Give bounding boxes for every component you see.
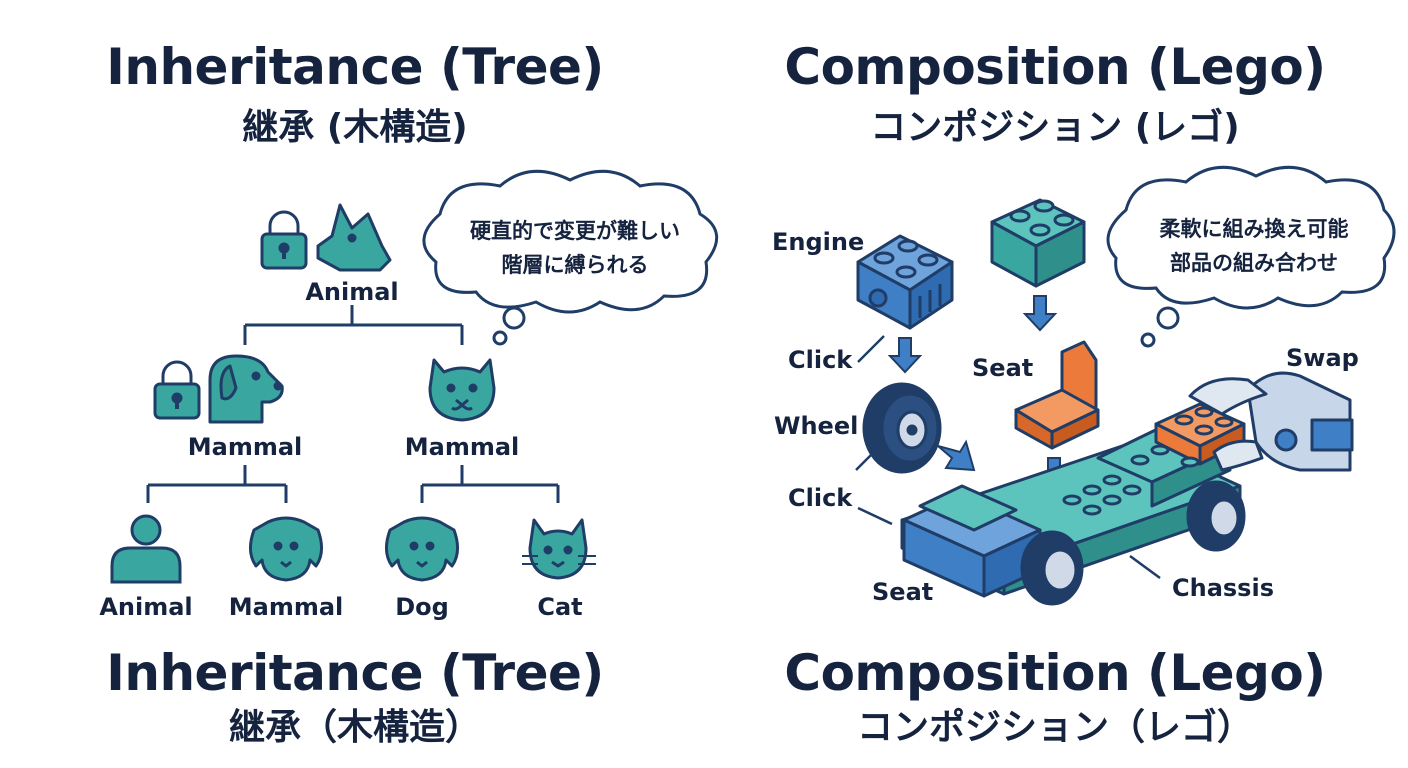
thought-line: 柔軟に組み換え可能 — [1159, 217, 1349, 241]
robot-hand-icon — [1188, 371, 1354, 472]
composition-bottom-title: Composition (Lego) — [784, 644, 1326, 702]
node-label-leaf: Dog — [395, 593, 449, 621]
engine-brick — [856, 234, 954, 330]
inheritance-subtitle: 継承 (木構造) — [242, 107, 468, 148]
cat-head-icon — [428, 358, 496, 422]
cat-head-icon — [522, 518, 596, 580]
label-click: Click — [788, 484, 853, 512]
node-label-mid-right: Mammal — [404, 433, 520, 461]
composition-bottom-subtitle: コンポジション（レゴ） — [856, 707, 1253, 748]
car-chassis — [900, 402, 1246, 606]
lock-icon — [260, 210, 308, 270]
label-engine: Engine — [772, 228, 865, 256]
node-label-leaf: Cat — [537, 593, 583, 621]
dog-head-icon — [249, 516, 323, 582]
thought-bubble-right — [1106, 165, 1396, 348]
composition-subtitle: コンポジション (レゴ) — [870, 107, 1240, 148]
label-chassis: Chassis — [1172, 574, 1274, 602]
tree-connectors — [146, 305, 560, 503]
wolf-head-icon — [316, 203, 392, 272]
node-label-leaf: Mammal — [228, 593, 344, 621]
inheritance-bottom-subtitle: 継承（木構造） — [228, 707, 481, 748]
label-swap: Swap — [1286, 344, 1359, 372]
thought-text-left: 硬直的で変更が難しい 階層に縛られる — [440, 214, 710, 282]
dog-head-icon — [385, 516, 459, 582]
seat-brick — [1014, 340, 1100, 450]
node-label-leaf: Animal — [99, 593, 193, 621]
label-click: Click — [788, 346, 853, 374]
lock-icon — [153, 360, 201, 420]
node-label-mid-left: Mammal — [187, 433, 303, 461]
label-seat: Seat — [972, 354, 1034, 382]
thought-bubble-left — [422, 169, 719, 346]
thought-line: 硬直的で変更が難しい — [470, 219, 680, 243]
composition-title: Composition (Lego) — [784, 38, 1326, 96]
thought-text-right: 柔軟に組み換え可能 部品の組み合わせ — [1122, 212, 1386, 280]
teal-brick — [990, 198, 1086, 288]
inheritance-title: Inheritance (Tree) — [106, 38, 604, 96]
inheritance-bottom-title: Inheritance (Tree) — [106, 644, 604, 702]
dog-head-icon — [208, 354, 284, 424]
leader-lines — [855, 335, 1161, 580]
person-icon — [110, 514, 182, 584]
thought-line: 部品の組み合わせ — [1170, 251, 1338, 275]
label-seat: Seat — [872, 578, 934, 606]
node-label-root: Animal — [305, 278, 399, 306]
wheel-icon — [862, 382, 942, 474]
label-wheel: Wheel — [774, 412, 859, 440]
thought-line: 階層に縛られる — [501, 253, 649, 277]
